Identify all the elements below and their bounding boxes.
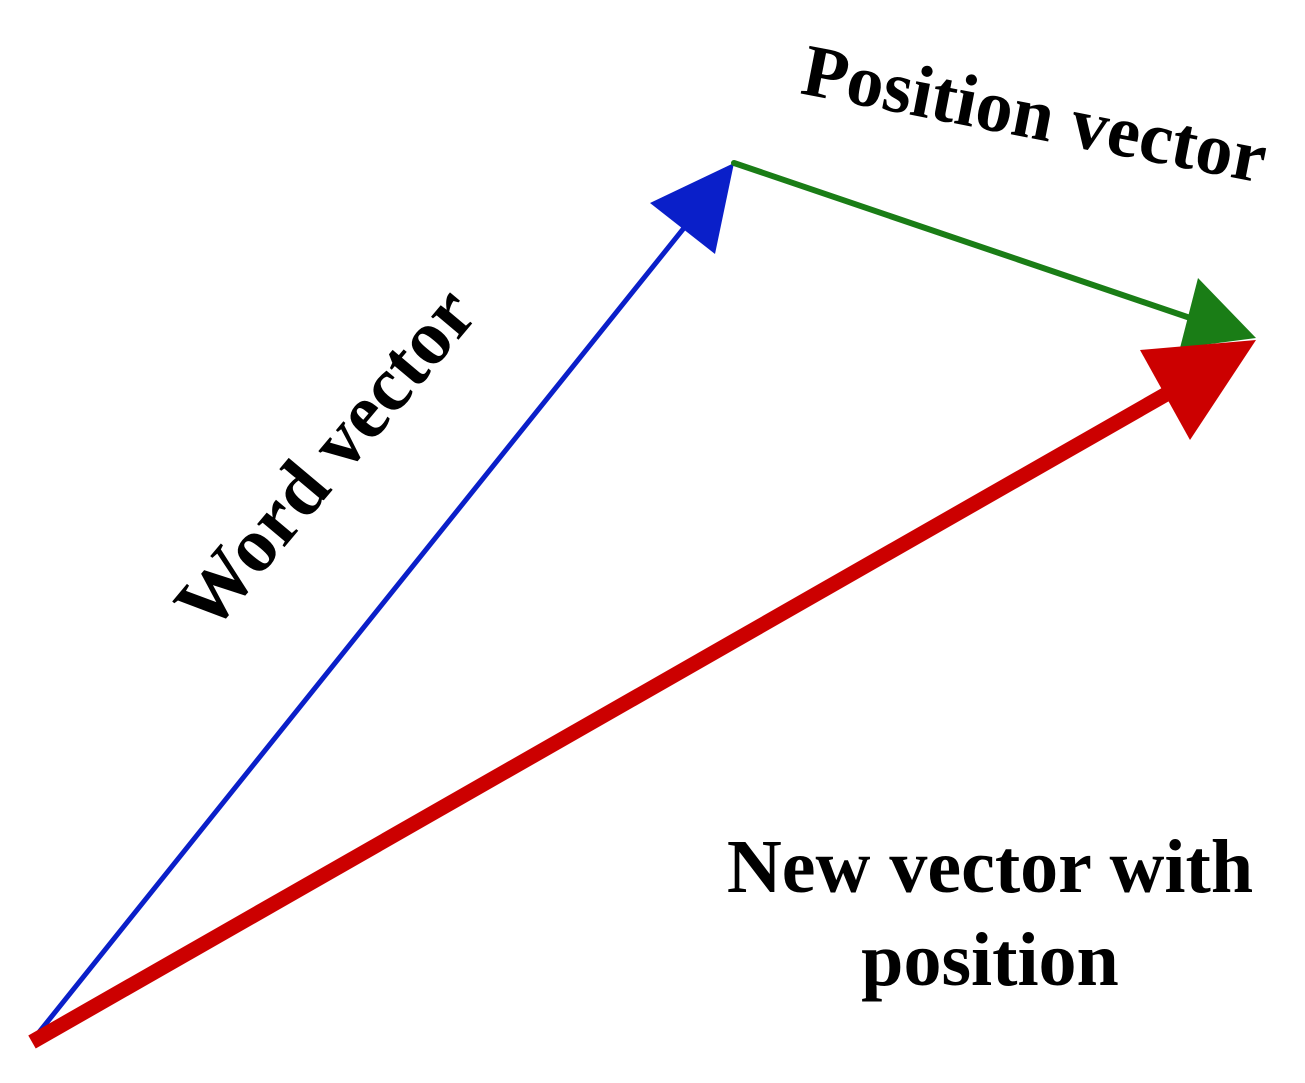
result-vector-shaft bbox=[28, 365, 1209, 1049]
position-vector bbox=[731, 160, 1256, 348]
position-vector-label: Position vector bbox=[796, 29, 1274, 199]
result-vector-label-line1: New vector with bbox=[727, 825, 1253, 909]
result-vector-arrowhead bbox=[1140, 340, 1256, 440]
result-vector bbox=[28, 340, 1256, 1049]
word-vector-label: Word vector bbox=[157, 270, 492, 646]
word-vector bbox=[33, 163, 734, 1039]
word-vector-arrowhead bbox=[650, 163, 734, 254]
position-vector-shaft bbox=[731, 160, 1208, 326]
word-vector-shaft bbox=[33, 205, 703, 1039]
position-vector-arrowhead bbox=[1180, 278, 1256, 348]
result-vector-label-line2: position bbox=[861, 918, 1119, 1002]
